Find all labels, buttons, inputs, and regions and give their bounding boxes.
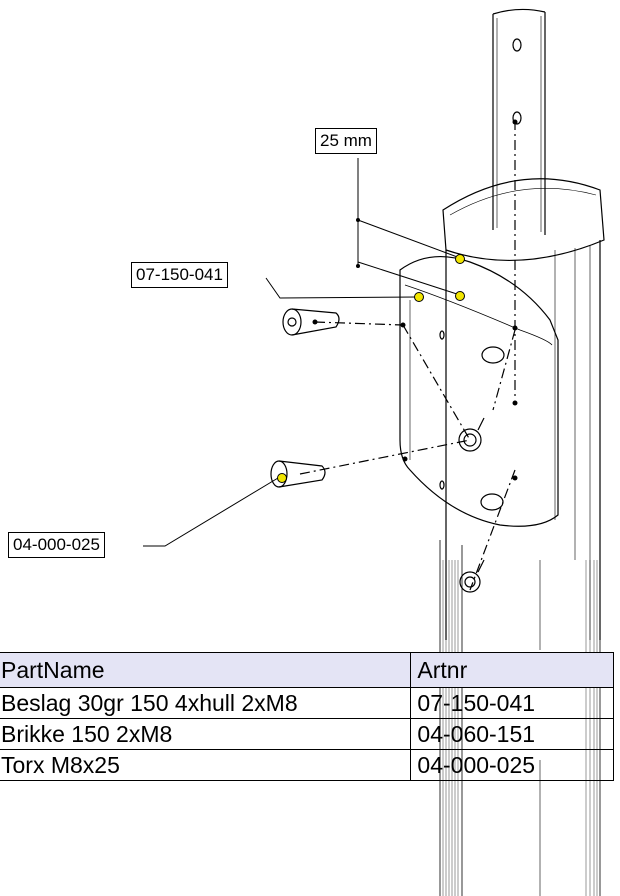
cell-artnr: 04-000-025 — [410, 749, 614, 781]
assembly-lines — [299, 120, 516, 591]
leader-lines — [143, 158, 461, 547]
cell-partname: Torx M8x25 — [0, 749, 412, 781]
header-partname: PartName — [0, 652, 412, 688]
exploded-screw-lower — [270, 460, 326, 488]
highlight-dots — [277, 254, 465, 483]
table-row: Brikke 150 2xM8 04-060-151 — [0, 718, 614, 750]
dimension-callout: 25 mm — [315, 128, 377, 154]
table-row: Beslag 30gr 150 4xhull 2xM8 07-150-041 — [0, 687, 614, 719]
cell-partname: Beslag 30gr 150 4xhull 2xM8 — [0, 687, 412, 719]
header-artnr: Artnr — [410, 652, 614, 688]
exploded-screw-upper — [282, 308, 340, 336]
bracket-holes — [439, 330, 505, 593]
main-column — [439, 178, 605, 896]
bracket-part-callout: 07-150-041 — [131, 262, 228, 288]
bracket-plate — [399, 256, 559, 527]
parts-table: PartName Artnr Beslag 30gr 150 4xhull 2x… — [0, 652, 614, 781]
assembly-dots — [312, 119, 518, 481]
cell-artnr: 07-150-041 — [410, 687, 614, 719]
table-header-row: PartName Artnr — [0, 652, 614, 688]
table-row: Torx M8x25 04-000-025 — [0, 749, 614, 781]
upper-rail — [492, 8, 546, 235]
cell-partname: Brikke 150 2xM8 — [0, 718, 412, 750]
cell-artnr: 04-060-151 — [410, 718, 614, 750]
screw-part-callout: 04-000-025 — [8, 532, 105, 558]
